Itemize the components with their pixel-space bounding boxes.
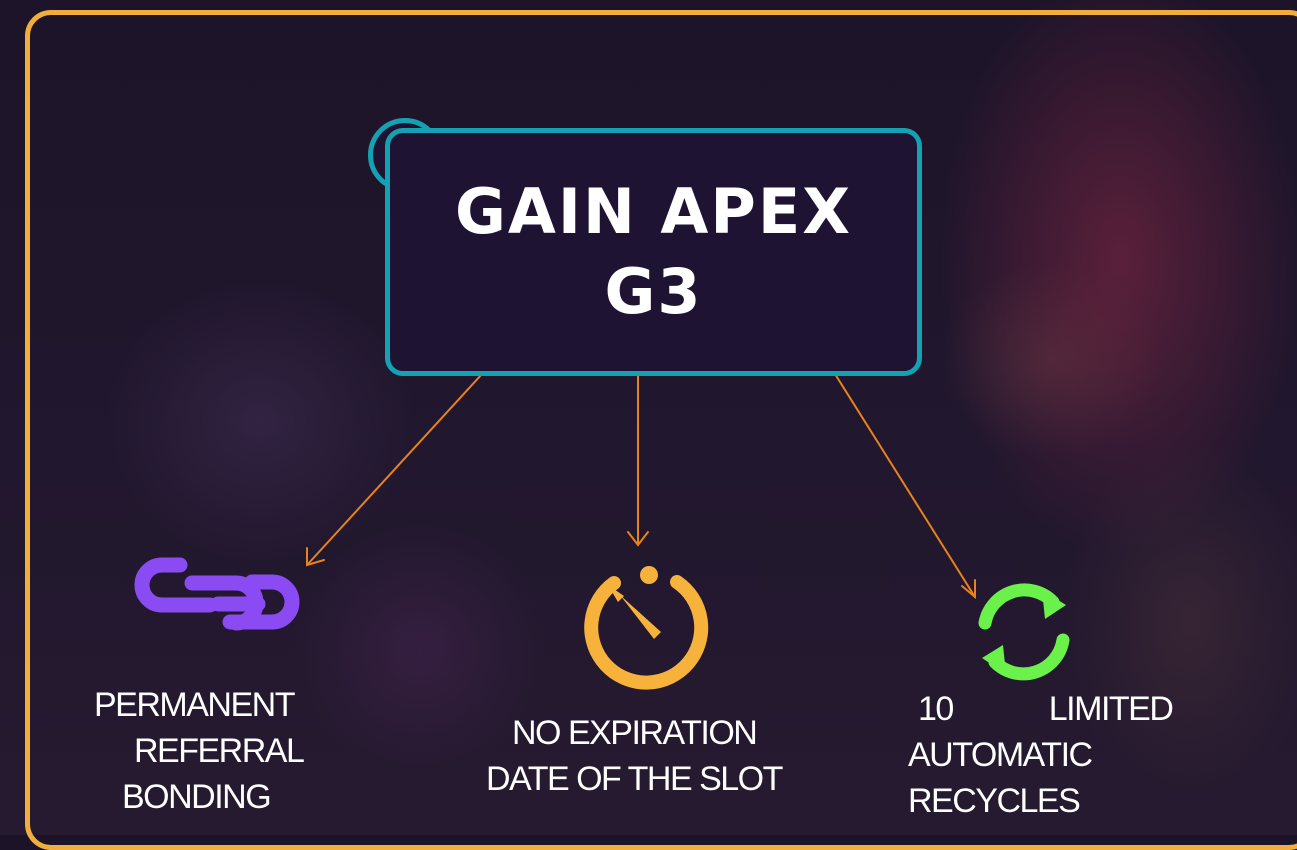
title-line-2: G3 [604,255,703,328]
feature-label-expiration: NO EXPIRATION DATE OF THE SLOT [486,710,806,802]
title-box: GAIN APEX G3 [385,128,922,376]
title-line-1: GAIN APEX [455,175,852,248]
label-line: AUTOMATIC [908,736,1093,774]
label-line: DATE OF THE SLOT [486,760,783,798]
arrow-to-recycles [834,373,976,598]
label-line: PERMANENT [94,686,295,724]
feature-label-referral: PERMANENT REFERRAL BONDING [94,682,334,820]
label-line: NO EXPIRATION [512,714,758,752]
label-line: BONDING [122,778,272,816]
label-line: REFERRAL [134,732,305,770]
label-line: 10 LIMITED [918,690,1174,728]
link-chain-icon [134,557,300,631]
stopwatch-icon [584,566,709,690]
recycle-arrows-icon [978,583,1070,681]
feature-label-recycles: 10 LIMITED AUTOMATIC RECYCLES [908,686,1208,824]
arrow-to-referral [306,373,483,566]
label-line: RECYCLES [908,782,1081,820]
